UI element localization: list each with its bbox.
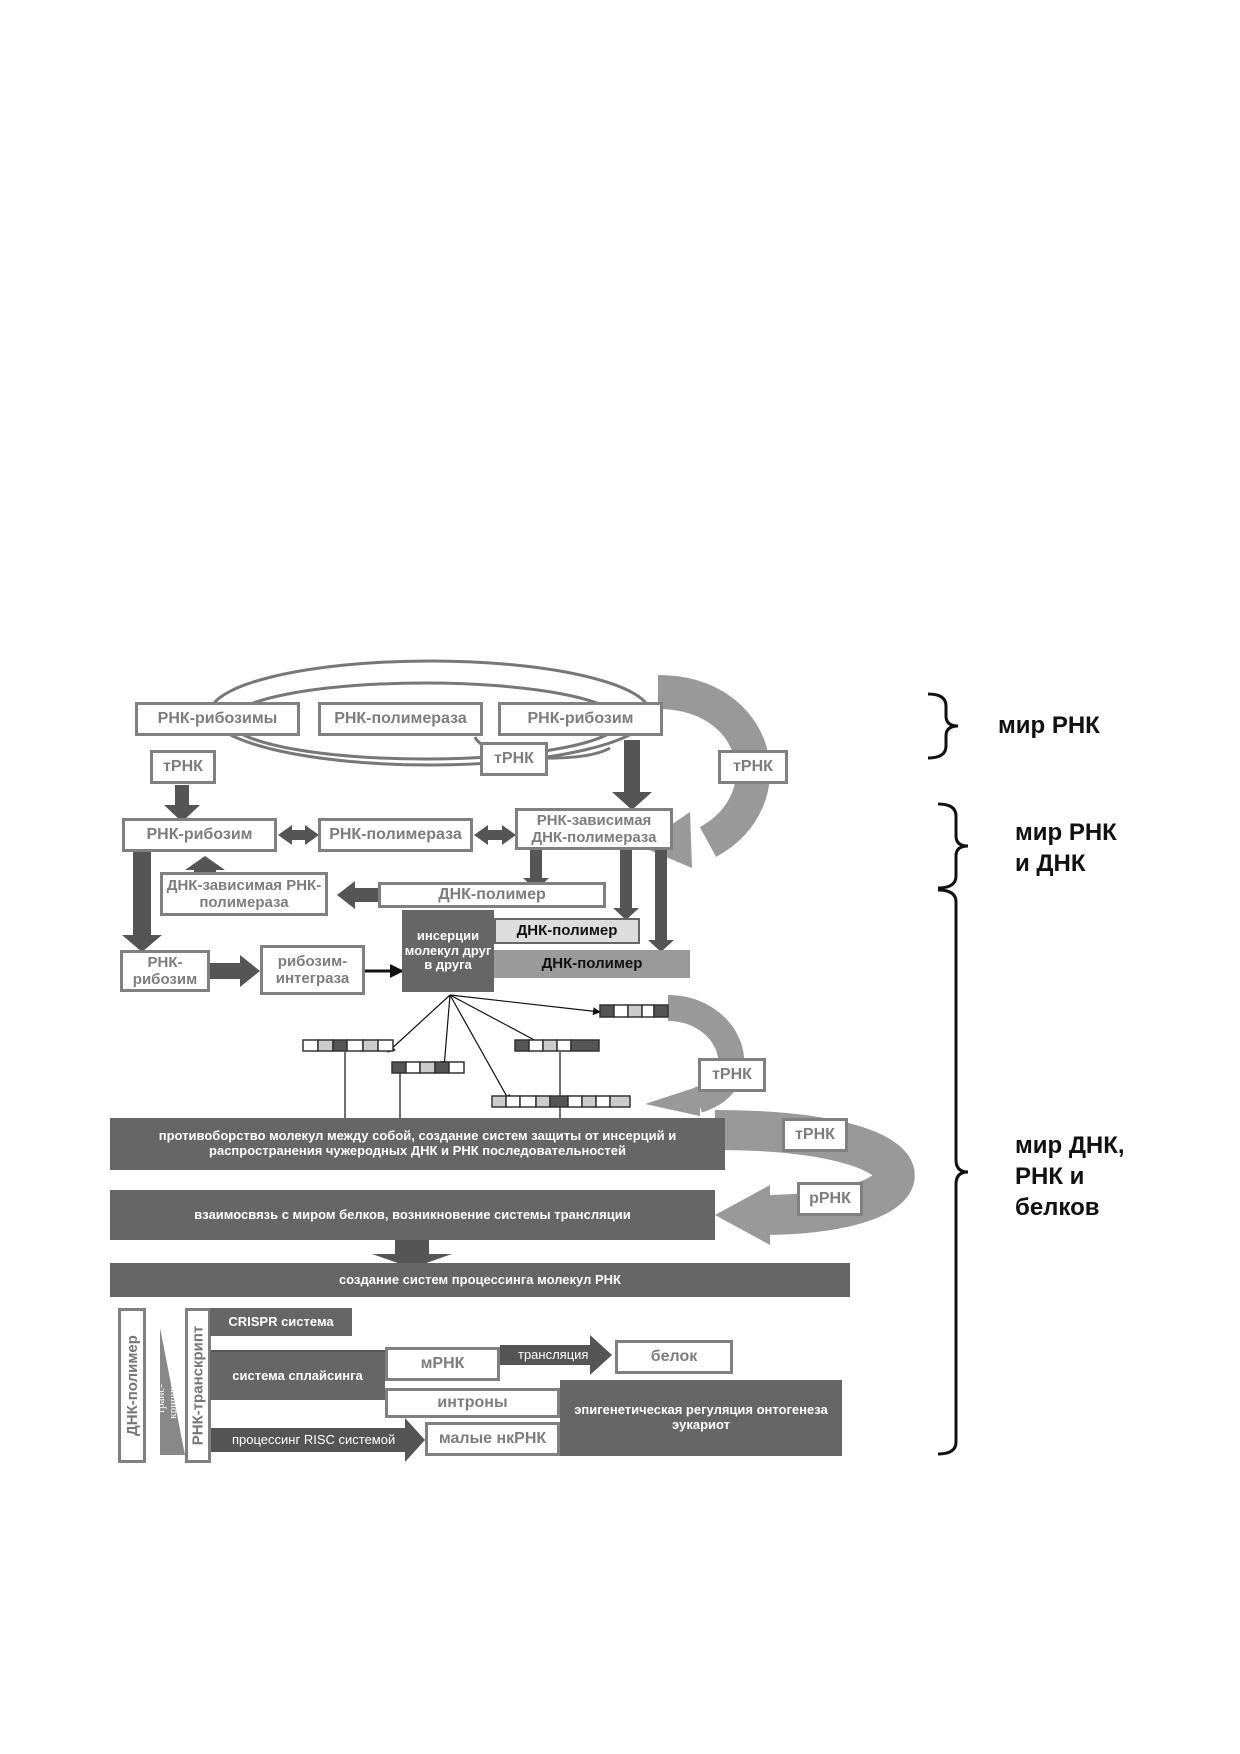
label-transcription: транс-крипция [155, 1379, 179, 1419]
node-dna-dependent-rna-polymerase: ДНК-зависимая РНК-полимераза [160, 872, 328, 916]
node-trna-left: тРНК [150, 750, 216, 784]
node-processing: создание систем процессинга молекул РНК [110, 1263, 850, 1297]
node-dna-polymer-light: ДНК-полимер [494, 918, 640, 944]
node-crispr: CRISPR система [210, 1308, 352, 1336]
node-mrna: мРНК [385, 1347, 500, 1381]
node-insertion: инсерции молекул друг в друга [402, 910, 494, 992]
node-dna-polymer-outline: ДНК-полимер [378, 882, 606, 908]
node-protein-link: взаимосвязь с миром белков, возникновени… [110, 1190, 715, 1240]
label-dna-rna-protein-world-line-2: РНК и [1015, 1163, 1085, 1191]
chromosome-segment-5 [491, 1095, 631, 1108]
node-rna-transcript: РНК-транскрипт [185, 1308, 211, 1463]
node-opposition: противоборство молекул между собой, созд… [110, 1118, 725, 1170]
node-trna-mid: тРНК [480, 742, 548, 776]
label-translation: трансляция [518, 1347, 589, 1362]
node-small-ncrna: малые нкРНК [425, 1422, 560, 1456]
node-dna-polymer-vertical: ДНК-полимер [118, 1308, 146, 1463]
node-rna-polymerase-top: РНК-полимераза [318, 702, 483, 736]
node-rna-ribozyme-low: РНК-рибозим [120, 950, 210, 992]
brace-rna-world [927, 692, 959, 760]
node-splicing: система сплайсинга [210, 1352, 385, 1400]
chromosome-segment-3 [391, 1061, 465, 1074]
chromosome-segment-1 [599, 1004, 669, 1018]
label-dna-rna-protein-world-line-3: белков [1015, 1194, 1100, 1222]
node-dna-polymer-medium: ДНК-полимер [494, 950, 690, 978]
label-dna-rna-protein-world-line-1: мир ДНК, [1015, 1132, 1125, 1159]
node-epigenetic: эпигенетическая регуляция онтогенеза эук… [560, 1380, 842, 1456]
node-rrna-arc: рРНК [797, 1182, 863, 1216]
label-rna-dna-world-line-1: мир РНК [1015, 819, 1117, 846]
label-rna-dna-world-line-2: и ДНК [1015, 850, 1086, 878]
node-rna-ribozyme-mid: РНК-рибозим [122, 818, 277, 852]
brace-dna-rna-protein-world [937, 888, 969, 1456]
node-rna-ribozyme-top: РНК-рибозим [498, 702, 663, 736]
node-protein: белок [615, 1340, 733, 1374]
label-dna-rna-protein-world: мир ДНК, РНК и белков [1015, 1130, 1125, 1224]
node-introns: интроны [385, 1388, 560, 1418]
node-rna-ribozymes: РНК-рибозимы [135, 702, 300, 736]
label-rna-world: мир РНК [998, 712, 1100, 739]
node-rna-dependent-dna-polymerase: РНК-зависимая ДНК-полимераза [515, 808, 673, 850]
world-braces [927, 692, 969, 1456]
node-trna-arc-1: тРНК [698, 1058, 766, 1092]
chromosome-connectors [344, 1052, 561, 1120]
node-rna-polymerase-mid: РНК-полимераза [318, 818, 473, 852]
chromosome-segment-2 [302, 1039, 394, 1052]
node-ribozyme-integrase: рибозим-интеграза [260, 945, 365, 995]
brace-rna-dna-world [937, 802, 969, 890]
node-trna-right: тРНК [718, 750, 788, 784]
label-risc: процессинг RISC системой [232, 1432, 396, 1447]
chromosome-segment-4 [514, 1039, 600, 1052]
label-rna-dna-world: мир РНК и ДНК [1015, 817, 1117, 879]
node-trna-arc-2: тРНК [782, 1118, 848, 1152]
